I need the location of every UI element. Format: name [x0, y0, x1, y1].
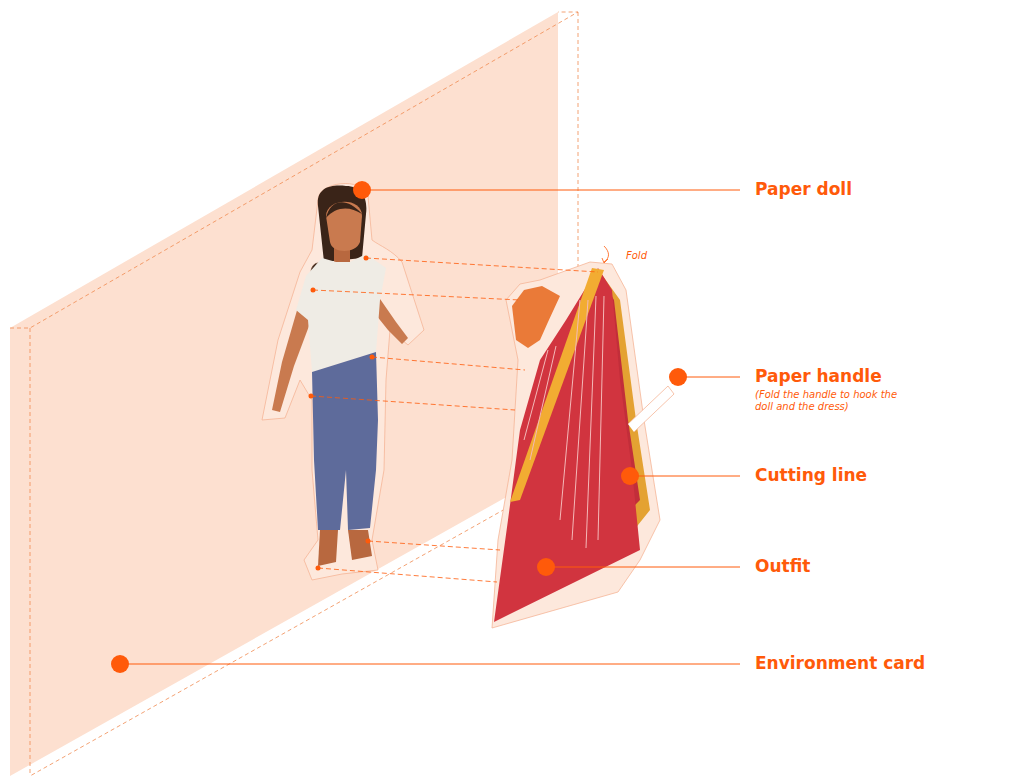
part-label: Paper handle [755, 365, 882, 387]
leader-dots [111, 181, 687, 673]
part-label: Cutting line [755, 464, 867, 486]
card-thickness [10, 12, 578, 776]
instruction-note: (Fold the handle to hook the doll and th… [755, 389, 905, 413]
outfit [492, 246, 674, 628]
leader-lines [120, 190, 740, 664]
part-label: Outfit [755, 555, 810, 577]
part-label: Paper doll [755, 178, 852, 200]
part-label: Environment card [755, 652, 925, 674]
environment-card [10, 12, 558, 776]
alignment-lines [311, 258, 598, 582]
alignment-dots [309, 256, 375, 571]
fold-note: Fold [626, 250, 647, 262]
paper-doll [262, 184, 424, 580]
